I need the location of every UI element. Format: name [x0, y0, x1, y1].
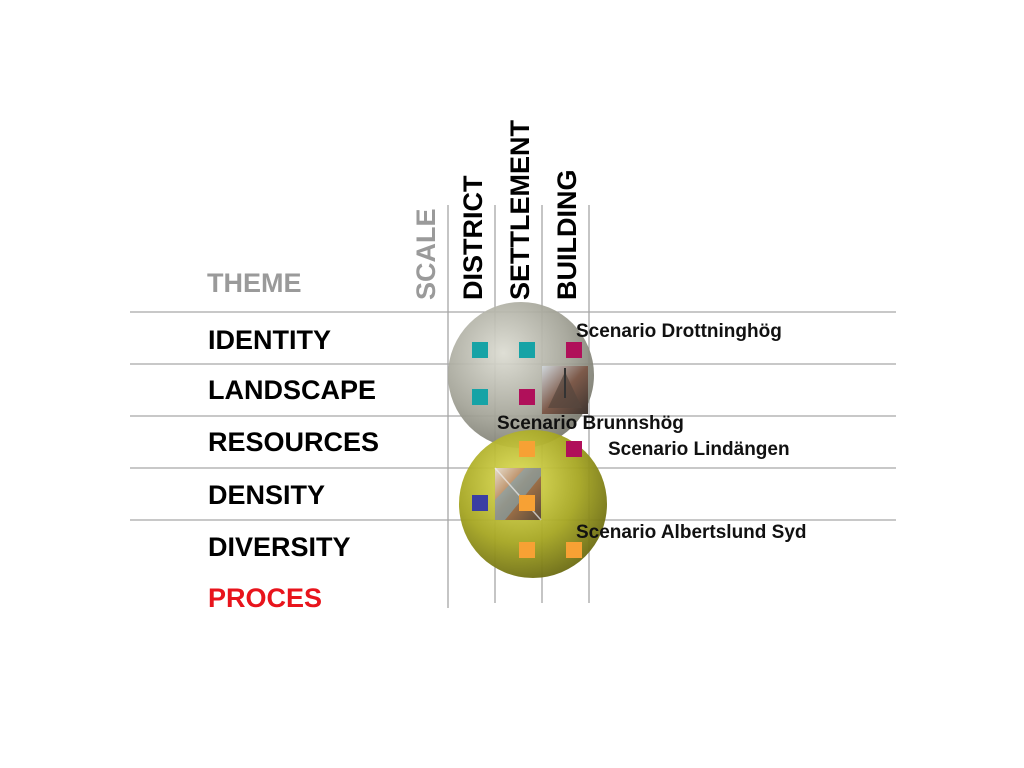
theme-label-density: DENSITY — [208, 480, 325, 510]
scenario-label-lindangen: Scenario Lindängen — [608, 439, 790, 460]
scenario-label-drottninghog: Scenario Drottninghög — [576, 321, 782, 342]
scale-label-district: DISTRICT — [458, 175, 488, 300]
marker-orange — [566, 542, 582, 558]
marker-orange — [519, 542, 535, 558]
scenario-label-albertslund: Scenario Albertslund Syd — [576, 522, 807, 543]
scale-header: SCALE — [411, 208, 441, 300]
theme-label-identity: IDENTITY — [208, 325, 331, 355]
marker-magenta — [566, 441, 582, 457]
marker-orange — [519, 441, 535, 457]
theme-header: THEME — [207, 268, 302, 298]
marker-teal — [472, 342, 488, 358]
building-photo — [494, 467, 542, 521]
marker-magenta — [566, 342, 582, 358]
marker-magenta — [519, 389, 535, 405]
theme-label-resources: RESOURCES — [208, 427, 379, 457]
marker-blue — [472, 495, 488, 511]
marker-teal — [472, 389, 488, 405]
marker-layer — [472, 342, 582, 558]
theme-label-proces: PROCES — [208, 583, 322, 613]
marker-orange — [519, 495, 535, 511]
theme-label-diversity: DIVERSITY — [208, 532, 351, 562]
theme-label-landscape: LANDSCAPE — [208, 375, 376, 405]
ship-photo — [542, 366, 588, 414]
scale-label-building: BUILDING — [552, 170, 582, 301]
scenario-label-brunnshog: Scenario Brunnshög — [497, 413, 684, 434]
marker-teal — [519, 342, 535, 358]
scale-label-settlement: SETTLEMENT — [505, 119, 535, 300]
